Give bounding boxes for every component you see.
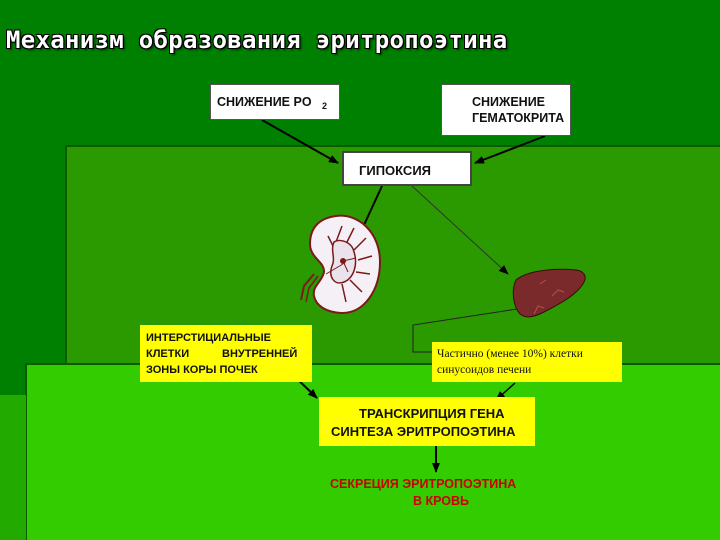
- po2-decrease-box: СНИЖЕНИЕ PO 2: [210, 84, 340, 120]
- interstitial-line3: ЗОНЫ КОРЫ ПОЧЕК: [146, 364, 258, 376]
- arrow-hypoxia-to-liver: [411, 185, 509, 275]
- interstitial-cells-box: ИНТЕРСТИЦИАЛЬНЫЕ КЛЕТКИ ВНУТРЕННЕЙ ЗОНЫ …: [140, 325, 312, 382]
- liver-cells-line1: Частично (менее 10%) клетки: [437, 348, 583, 360]
- secretion-line1: СЕКРЕЦИЯ ЭРИТРОПОЭТИНА: [330, 477, 517, 491]
- po2-subscript: 2: [322, 101, 328, 111]
- transcription-line2: СИНТЕЗА ЭРИТРОПОЭТИНА: [331, 424, 516, 439]
- liver-icon: [512, 268, 586, 318]
- transcription-line1: ТРАНСКРИПЦИЯ ГЕНА: [359, 406, 505, 421]
- liver-cells-line2: синусоидов печени: [437, 364, 532, 376]
- arrow-hematocrit-to-hypoxia: [474, 135, 546, 164]
- hypoxia-label: ГИПОКСИЯ: [359, 163, 432, 178]
- hematocrit-line1: СНИЖЕНИЕ: [472, 95, 546, 109]
- secretion-line2: В КРОВЬ: [413, 494, 470, 508]
- liver-pointer-line: [412, 304, 544, 353]
- po2-decrease-label: СНИЖЕНИЕ PO: [217, 95, 312, 109]
- arrow-po2-to-hypoxia: [261, 119, 339, 164]
- interstitial-line1: ИНТЕРСТИЦИАЛЬНЫЕ: [146, 332, 271, 344]
- hypoxia-box: ГИПОКСИЯ: [342, 151, 472, 186]
- hematocrit-decrease-box: СНИЖЕНИЕ ГЕМАТОКРИТА: [441, 84, 571, 136]
- slide-title: Механизм образования эритропоэтина: [6, 26, 508, 54]
- interstitial-line2b: ВНУТРЕННЕЙ: [222, 348, 298, 360]
- hematocrit-line2: ГЕМАТОКРИТА: [472, 111, 565, 125]
- liver-sinusoid-cells-box: Частично (менее 10%) клетки синусоидов п…: [432, 342, 622, 382]
- interstitial-line2a: КЛЕТКИ: [146, 348, 190, 360]
- gene-transcription-box: ТРАНСКРИПЦИЯ ГЕНА СИНТЕЗА ЭРИТРОПОЭТИНА: [319, 397, 535, 446]
- kidney-icon: [300, 214, 382, 315]
